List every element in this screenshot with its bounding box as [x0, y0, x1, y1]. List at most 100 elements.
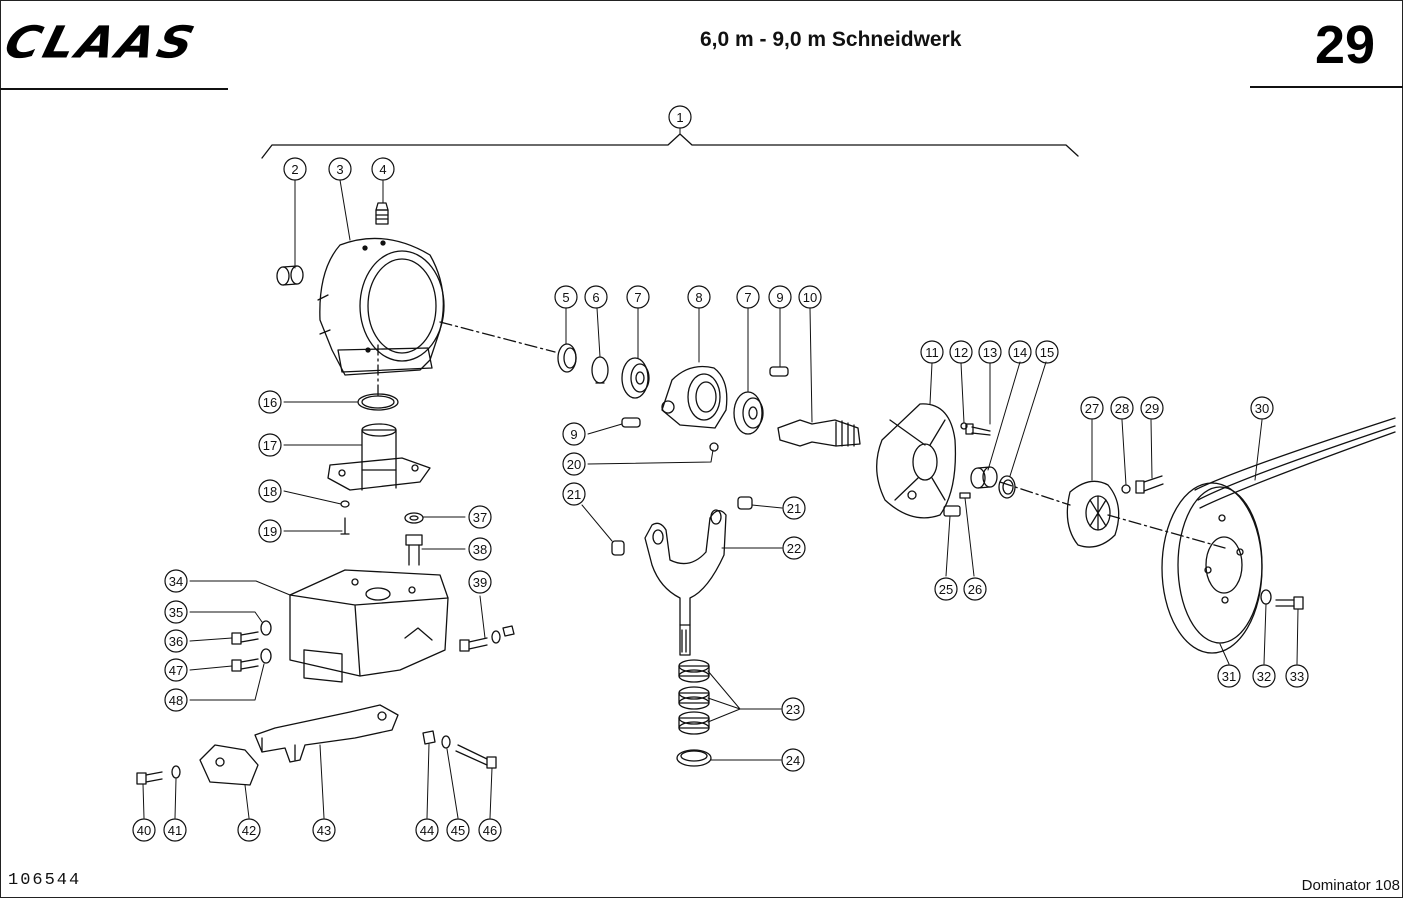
callout-2: 2: [283, 157, 307, 181]
callout-24: 24: [781, 748, 805, 772]
callout-35: 35: [164, 600, 188, 624]
callout-30: 30: [1250, 396, 1274, 420]
bolt-part-40: [136, 771, 163, 785]
callout-45: 45: [446, 818, 470, 842]
bolt-nut-part-39: [459, 625, 515, 652]
svg-text:44: 44: [420, 823, 434, 838]
callout-36: 36: [164, 629, 188, 653]
callout-46: 46: [478, 818, 502, 842]
pin-part-top: [769, 366, 789, 377]
svg-text:28: 28: [1115, 401, 1129, 416]
washer-part-45: [441, 735, 451, 749]
bushing-part-21-right: [737, 496, 753, 510]
callout-19: 19: [258, 519, 282, 543]
callout-48: 48: [164, 688, 188, 712]
svg-text:35: 35: [169, 605, 183, 620]
page-number: 29: [1314, 15, 1376, 75]
callout-8: 8: [687, 285, 711, 309]
callout-21a: 21: [562, 482, 586, 506]
svg-text:32: 32: [1257, 669, 1271, 684]
bolt-part-13: [965, 423, 991, 436]
drive-hub-part: [1066, 480, 1120, 548]
callout-7b: 7: [736, 285, 760, 309]
svg-text:20: 20: [567, 457, 581, 472]
svg-text:48: 48: [169, 693, 183, 708]
header-rule-left: [0, 88, 228, 90]
callout-39: 39: [468, 570, 492, 594]
seal-ring-part: [557, 343, 577, 373]
callout-4: 4: [371, 157, 395, 181]
callout-9a: 9: [768, 285, 792, 309]
bolt-part-47: [231, 658, 259, 672]
svg-text:26: 26: [968, 582, 982, 597]
callout-11: 11: [920, 340, 944, 364]
svg-text:10: 10: [803, 290, 817, 305]
svg-text:42: 42: [242, 823, 256, 838]
svg-text:43: 43: [317, 823, 331, 838]
svg-text:25: 25: [939, 582, 953, 597]
svg-text:17: 17: [263, 438, 277, 453]
svg-text:34: 34: [169, 574, 183, 589]
gear-housing-part: [317, 237, 445, 376]
o-ring-part: [357, 393, 399, 411]
washer-part-35: [260, 620, 272, 636]
callout-16: 16: [258, 390, 282, 414]
bolt-part-33: [1275, 596, 1304, 610]
callout-20: 20: [562, 452, 586, 476]
axis-line-housing: [439, 321, 556, 353]
assembly-bracket: [261, 133, 1079, 159]
leader-lines: [142, 127, 1299, 819]
flange-plate-part: [876, 403, 957, 519]
header-rule-right: [1250, 86, 1403, 88]
page-title: 6,0 m - 9,0 m Schneidwerk: [700, 28, 962, 51]
svg-text:1: 1: [676, 110, 683, 125]
svg-text:37: 37: [473, 510, 487, 525]
callout-34: 34: [164, 569, 188, 593]
callout-15: 15: [1035, 340, 1059, 364]
bolt-part-46: [455, 744, 497, 769]
svg-text:40: 40: [137, 823, 151, 838]
callout-31: 31: [1217, 664, 1241, 688]
svg-text:45: 45: [451, 823, 465, 838]
svg-text:14: 14: [1013, 345, 1027, 360]
svg-text:4: 4: [379, 162, 386, 177]
svg-text:21: 21: [567, 487, 581, 502]
callout-14: 14: [1008, 340, 1032, 364]
callout-38: 38: [468, 537, 492, 561]
callout-23: 23: [781, 697, 805, 721]
svg-text:24: 24: [786, 753, 800, 768]
svg-text:2: 2: [291, 162, 298, 177]
callout-42: 42: [237, 818, 261, 842]
callout-29: 29: [1140, 396, 1164, 420]
callout-33: 33: [1285, 664, 1309, 688]
callout-47: 47: [164, 658, 188, 682]
callout-26: 26: [963, 577, 987, 601]
svg-text:19: 19: [263, 524, 277, 539]
nut-part-44: [422, 730, 436, 745]
svg-text:18: 18: [263, 484, 277, 499]
callout-18: 18: [258, 479, 282, 503]
svg-text:36: 36: [169, 634, 183, 649]
svg-text:21: 21: [787, 501, 801, 516]
support-arm-part: [254, 704, 399, 763]
ball-bearing-part-a: [621, 357, 650, 399]
svg-text:7: 7: [634, 290, 641, 305]
svg-text:15: 15: [1040, 345, 1054, 360]
washer-part-37: [404, 512, 424, 524]
callout-12: 12: [949, 340, 973, 364]
svg-text:16: 16: [263, 395, 277, 410]
seal-ring-part-24: [676, 749, 712, 767]
ring-part-15: [998, 475, 1016, 499]
svg-text:33: 33: [1290, 669, 1304, 684]
callout-10: 10: [798, 285, 822, 309]
machine-model: Dominator 108: [1301, 877, 1400, 894]
svg-text:31: 31: [1222, 669, 1236, 684]
callout-7a: 7: [626, 285, 650, 309]
bolt-part-29: [1135, 475, 1164, 494]
svg-text:3: 3: [336, 162, 343, 177]
svg-text:39: 39: [473, 575, 487, 590]
washer-part-48: [260, 648, 272, 664]
callout-1: 1: [668, 105, 692, 129]
callout-41: 41: [163, 818, 187, 842]
callout-27: 27: [1080, 396, 1104, 420]
